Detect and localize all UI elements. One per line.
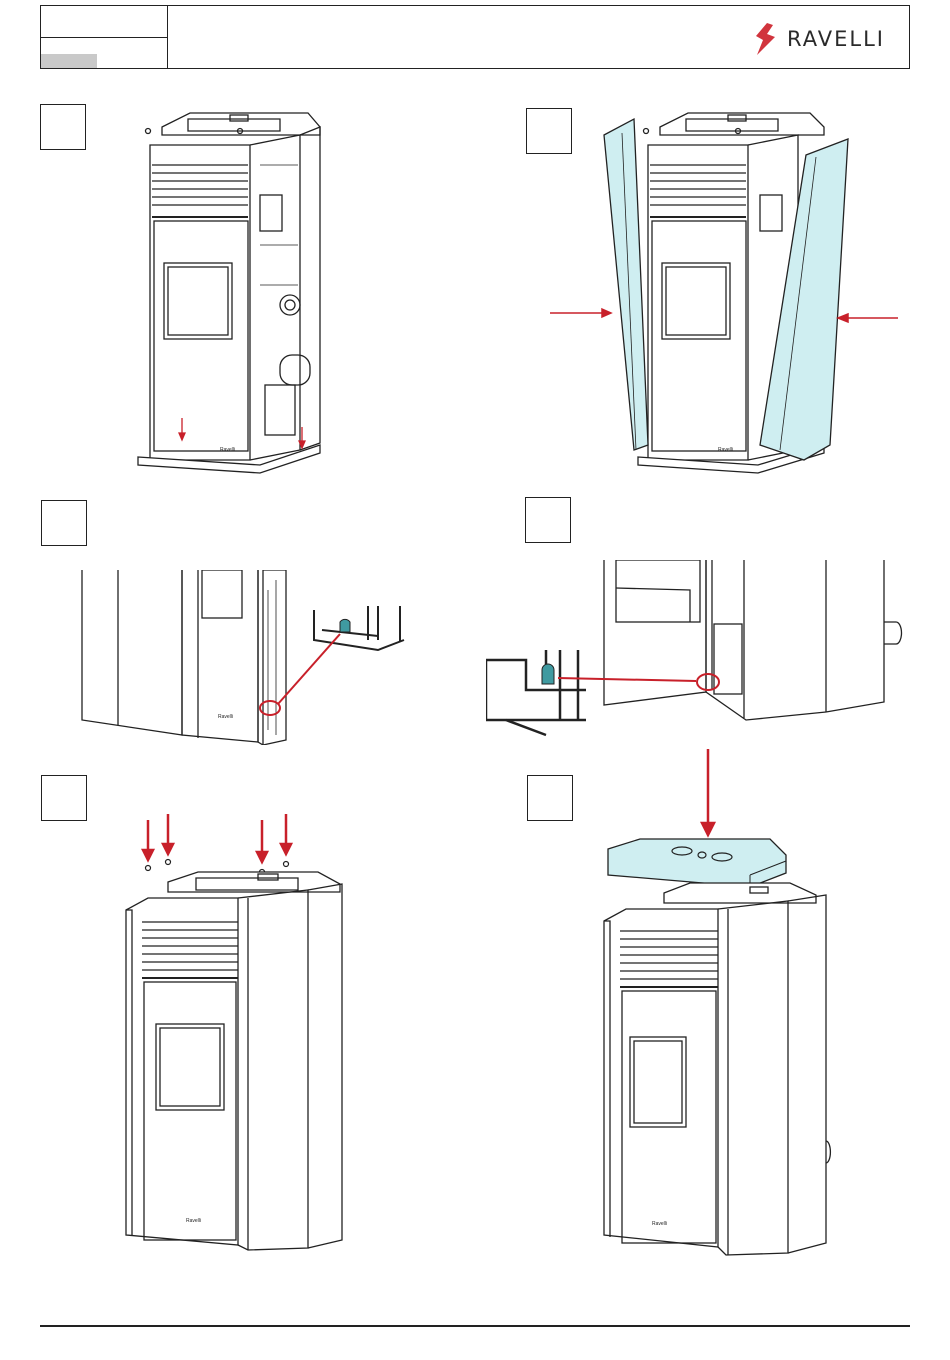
header-divider [41, 37, 167, 38]
step-box-1 [40, 104, 86, 150]
step-box-4 [525, 497, 571, 543]
ravelli-flame-logo-icon [753, 22, 779, 56]
stove-badge-2: Ravelli [718, 447, 733, 453]
right-side-panel [760, 139, 848, 460]
brand-logo: RAVELLI [753, 22, 885, 56]
step-box-6 [527, 775, 573, 821]
footer-rule [40, 1325, 910, 1327]
figure-step-2-side-panels: Ravelli [548, 105, 908, 475]
stove-badge-3: Ravelli [218, 714, 233, 720]
figure-step-5-top-screws: Ravelli [118, 810, 358, 1260]
stove-badge-1: Ravelli [220, 447, 235, 453]
brand-name: RAVELLI [787, 27, 885, 51]
header-grey-tab [41, 54, 97, 68]
figure-step-3-fixing-detail: Ravelli [78, 570, 410, 745]
document-header: RAVELLI [40, 5, 910, 69]
stove-badge-5: Ravelli [186, 1218, 201, 1224]
figure-step-6-top-plate: Ravelli [600, 745, 840, 1265]
step-box-5 [41, 775, 87, 821]
figure-step-4-fixing-detail [486, 560, 906, 740]
step-box-3 [41, 500, 87, 546]
top-cover-plate [608, 839, 786, 887]
left-side-panel [604, 119, 648, 450]
header-info-cell [41, 6, 168, 68]
stove-badge-6: Ravelli [652, 1221, 667, 1227]
figure-step-1-stove-open: Ravelli [130, 105, 330, 475]
